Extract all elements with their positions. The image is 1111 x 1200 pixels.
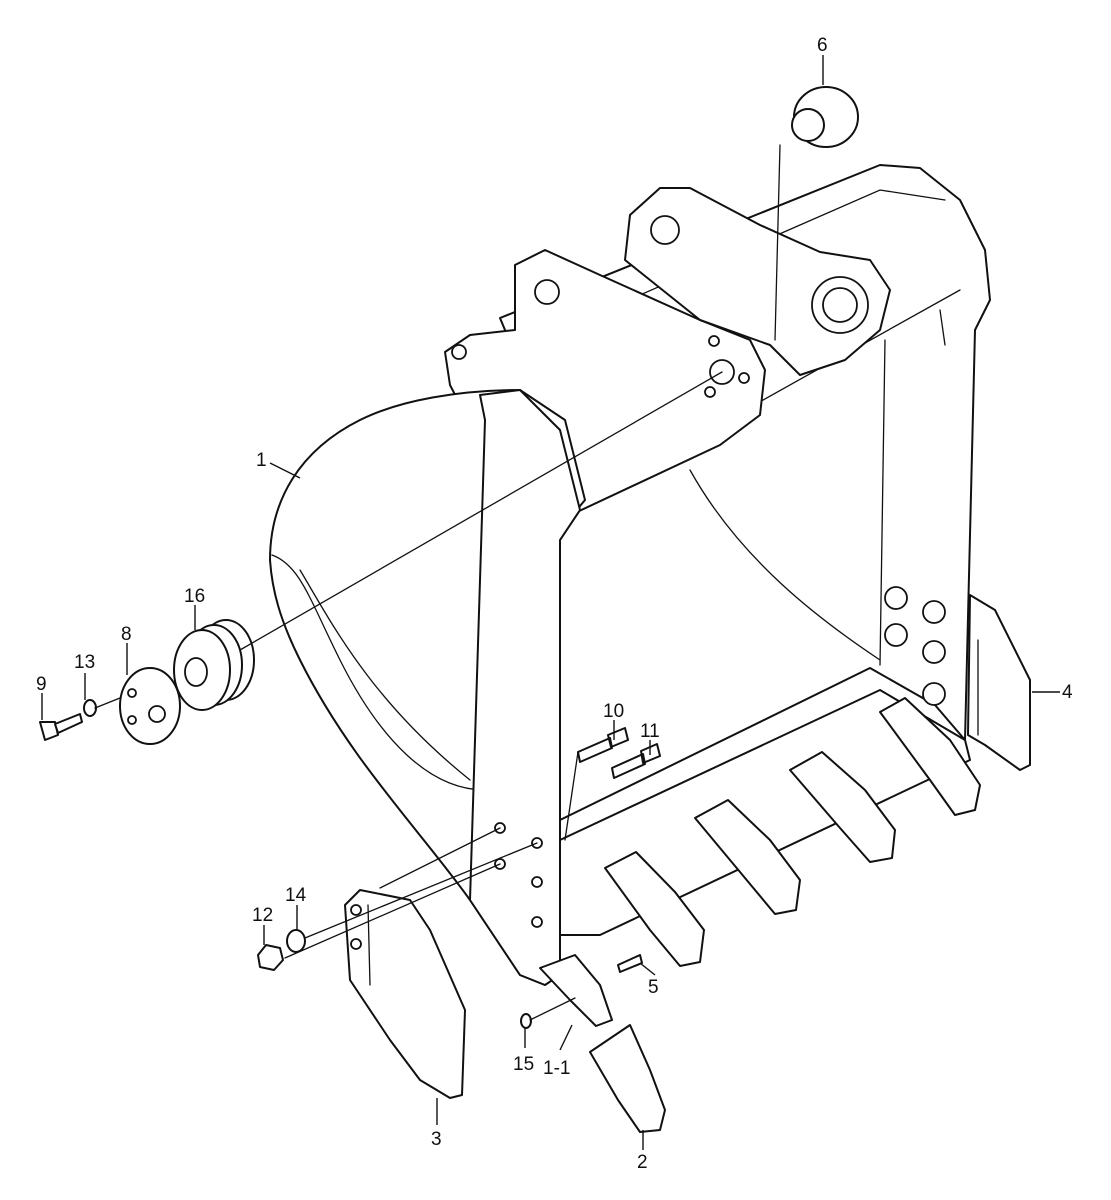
callout-9: 9 — [36, 674, 47, 695]
callout-4: 4 — [1062, 682, 1073, 703]
assembly-lines — [94, 144, 781, 1021]
tooth-point — [589, 1024, 666, 1133]
retainer-plate — [119, 667, 181, 745]
callout-12: 12 — [252, 905, 273, 926]
callout-8: 8 — [121, 624, 132, 645]
callout-13: 13 — [74, 652, 95, 673]
callout-3: 3 — [431, 1129, 442, 1150]
callout-14: 14 — [285, 885, 307, 906]
callout-1-1: 1-1 — [543, 1058, 570, 1079]
callout-2: 2 — [637, 1152, 648, 1173]
shim-stack — [173, 619, 255, 711]
washer-14 — [286, 929, 306, 953]
bushing — [791, 86, 859, 148]
callout-11: 11 — [640, 721, 660, 742]
side-cutter-bolts — [884, 586, 946, 706]
callout-16: 16 — [184, 586, 205, 607]
side-cutter-left — [344, 889, 466, 1099]
nut-12 — [257, 944, 284, 971]
bolt-11 — [611, 743, 661, 779]
pin-5 — [617, 954, 643, 973]
leader-lines — [41, 55, 1060, 1150]
callout-5: 5 — [648, 977, 659, 998]
side-cutter-right — [967, 594, 1031, 771]
bolt-9 — [39, 713, 83, 741]
callout-15: 15 — [513, 1054, 534, 1075]
bolt-10 — [577, 727, 629, 763]
callout-1: 1 — [256, 450, 267, 471]
bucket-body — [269, 164, 991, 986]
callout-10: 10 — [603, 701, 624, 722]
washer-15 — [520, 1013, 532, 1029]
callout-6: 6 — [817, 35, 828, 56]
washer-13 — [83, 699, 97, 717]
teeth-row — [539, 697, 981, 1027]
